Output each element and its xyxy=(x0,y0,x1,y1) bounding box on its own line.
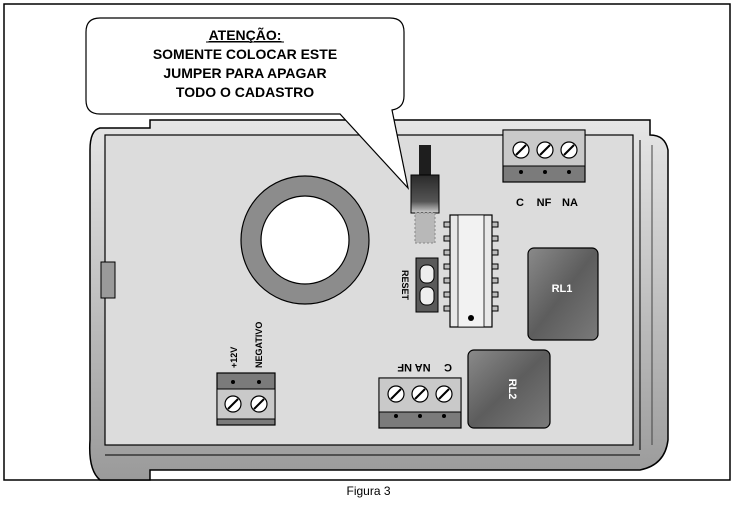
terminal-block-power xyxy=(216,372,276,426)
buzzer-ring xyxy=(240,175,370,305)
warning-callout xyxy=(85,17,410,190)
terminal-block-rl2 xyxy=(378,377,462,429)
callout-line-2: JUMPER PARA APAGAR xyxy=(163,65,326,81)
svg-text:C: C xyxy=(444,361,452,373)
figure-caption: Figura 3 xyxy=(346,484,391,498)
callout-line-1: SOMENTE COLOCAR ESTE xyxy=(153,46,337,62)
svg-text:NA NF: NA NF xyxy=(397,361,430,373)
reset-header xyxy=(415,257,439,313)
relay-rl2 xyxy=(467,349,551,429)
reset-label: RESET xyxy=(400,270,410,301)
terminal-label-rl2: NA NF C xyxy=(397,361,452,373)
terminal-block-top xyxy=(502,129,586,183)
terminal-label-12v: +12V xyxy=(229,347,239,368)
terminal-label-na: NA xyxy=(562,197,578,209)
terminal-label-nf: NF xyxy=(537,197,552,209)
terminal-label-negativo: NEGATIVO xyxy=(254,322,264,368)
callout-line-3: TODO O CADASTRO xyxy=(176,84,314,100)
terminal-label-c: C xyxy=(516,197,524,209)
relay-rl1-label: RL1 xyxy=(552,283,573,295)
ic-chip xyxy=(443,214,499,328)
callout-title: ATENÇÃO: xyxy=(209,26,282,43)
relay-rl2-label: RL2 xyxy=(506,379,518,400)
relay-rl1 xyxy=(527,247,599,341)
jumper-icon xyxy=(410,145,440,244)
